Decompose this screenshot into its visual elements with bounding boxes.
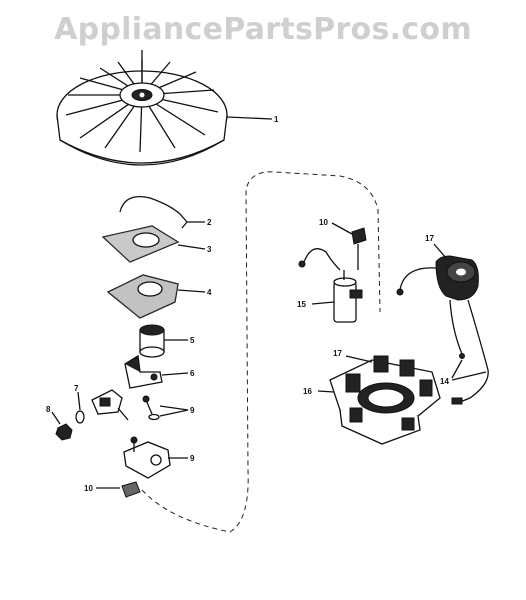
callout-14: 14 [440,377,449,386]
breaker-plate[interactable] [123,436,188,479]
callout-17-plate: 17 [333,349,342,358]
callout-17-coil: 17 [425,234,434,243]
gasket[interactable] [106,274,206,319]
felt-wick[interactable] [96,481,141,498]
stator-base[interactable] [317,355,441,445]
watermark: AppliancePartsPros.com [54,12,472,47]
callout-8: 8 [46,405,51,414]
breaker-cover[interactable] [101,225,206,263]
washer[interactable] [75,391,85,424]
screws[interactable] [142,395,189,421]
breaker-arm[interactable] [124,354,189,389]
points-bracket[interactable] [91,389,129,421]
callout-16: 16 [303,387,312,396]
callout-3: 3 [207,245,212,254]
callout-4: 4 [207,288,212,297]
callout-7: 7 [74,384,79,393]
callout-6: 6 [190,369,195,378]
callout-1: 1 [274,115,279,124]
assembly-outline [141,171,381,533]
callout-9-screws: 9 [190,406,195,415]
callout-2: 2 [207,218,212,227]
flywheel[interactable] [56,50,273,166]
spring[interactable] [119,195,205,229]
callout-15: 15 [297,300,306,309]
callout-5: 5 [190,336,195,345]
callout-10-screw: 10 [319,218,328,227]
callout-9-plate: 9 [190,454,195,463]
cam[interactable] [139,324,188,358]
stator-screw[interactable] [331,222,367,270]
condenser[interactable] [298,248,363,323]
nut[interactable] [51,411,73,441]
coil-leads[interactable] [396,267,489,405]
ignition-coil[interactable] [433,243,479,301]
callout-10-wick: 10 [84,484,93,493]
